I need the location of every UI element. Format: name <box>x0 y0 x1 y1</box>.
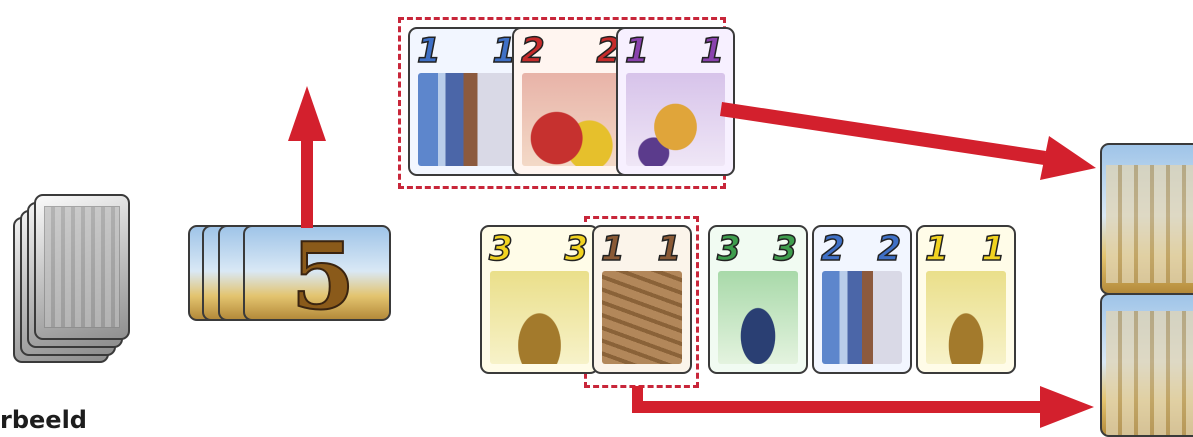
card-value: 3 <box>717 229 741 269</box>
city-illustration <box>1106 165 1193 283</box>
grain-icon <box>490 271 589 364</box>
special-card-number: 5 <box>291 225 355 321</box>
card-value: 1 <box>417 31 441 71</box>
arrow-bottom-to-city <box>632 386 1094 428</box>
cloth-icon <box>822 271 902 364</box>
card-value: 2 <box>521 31 545 71</box>
wood-icon <box>602 271 682 364</box>
market-card-cloth[interactable]: 1 1 <box>408 27 527 176</box>
arrow-top-to-city <box>720 102 1096 180</box>
draw-pile-top[interactable] <box>34 194 130 340</box>
card-value: 1 <box>601 229 625 269</box>
olives-icon <box>718 271 798 364</box>
arrow-up <box>288 86 326 228</box>
market-card-olives[interactable]: 3 3 <box>708 225 808 374</box>
city-card[interactable] <box>1100 293 1193 437</box>
city-illustration <box>44 206 120 328</box>
card-value: 2 <box>877 229 901 269</box>
market-card-pottery[interactable]: 1 1 <box>616 27 735 176</box>
card-value: 3 <box>489 229 513 269</box>
market-card-grain[interactable]: 1 1 <box>916 225 1016 374</box>
card-value: 2 <box>821 229 845 269</box>
market-card-grain[interactable]: 3 3 <box>480 225 599 374</box>
card-value: 3 <box>773 229 797 269</box>
card-value: 3 <box>564 229 588 269</box>
card-value: 1 <box>657 229 681 269</box>
card-value: 1 <box>981 229 1005 269</box>
city-card[interactable] <box>1100 143 1193 295</box>
card-value: 1 <box>700 31 724 71</box>
cloth-icon <box>418 73 517 166</box>
grain-icon <box>926 271 1006 364</box>
market-card-wood[interactable]: 1 1 <box>592 225 692 374</box>
card-value: 1 <box>925 229 949 269</box>
market-card-spice[interactable]: 2 2 <box>512 27 631 176</box>
spice-icon <box>522 73 621 166</box>
footer-caption: rbeeld <box>0 406 87 434</box>
card-value: 1 <box>625 31 649 71</box>
market-card-cloth[interactable]: 2 2 <box>812 225 912 374</box>
city-illustration <box>1106 311 1193 435</box>
pottery-icon <box>626 73 725 166</box>
special-card-5[interactable]: 5 <box>243 225 391 321</box>
